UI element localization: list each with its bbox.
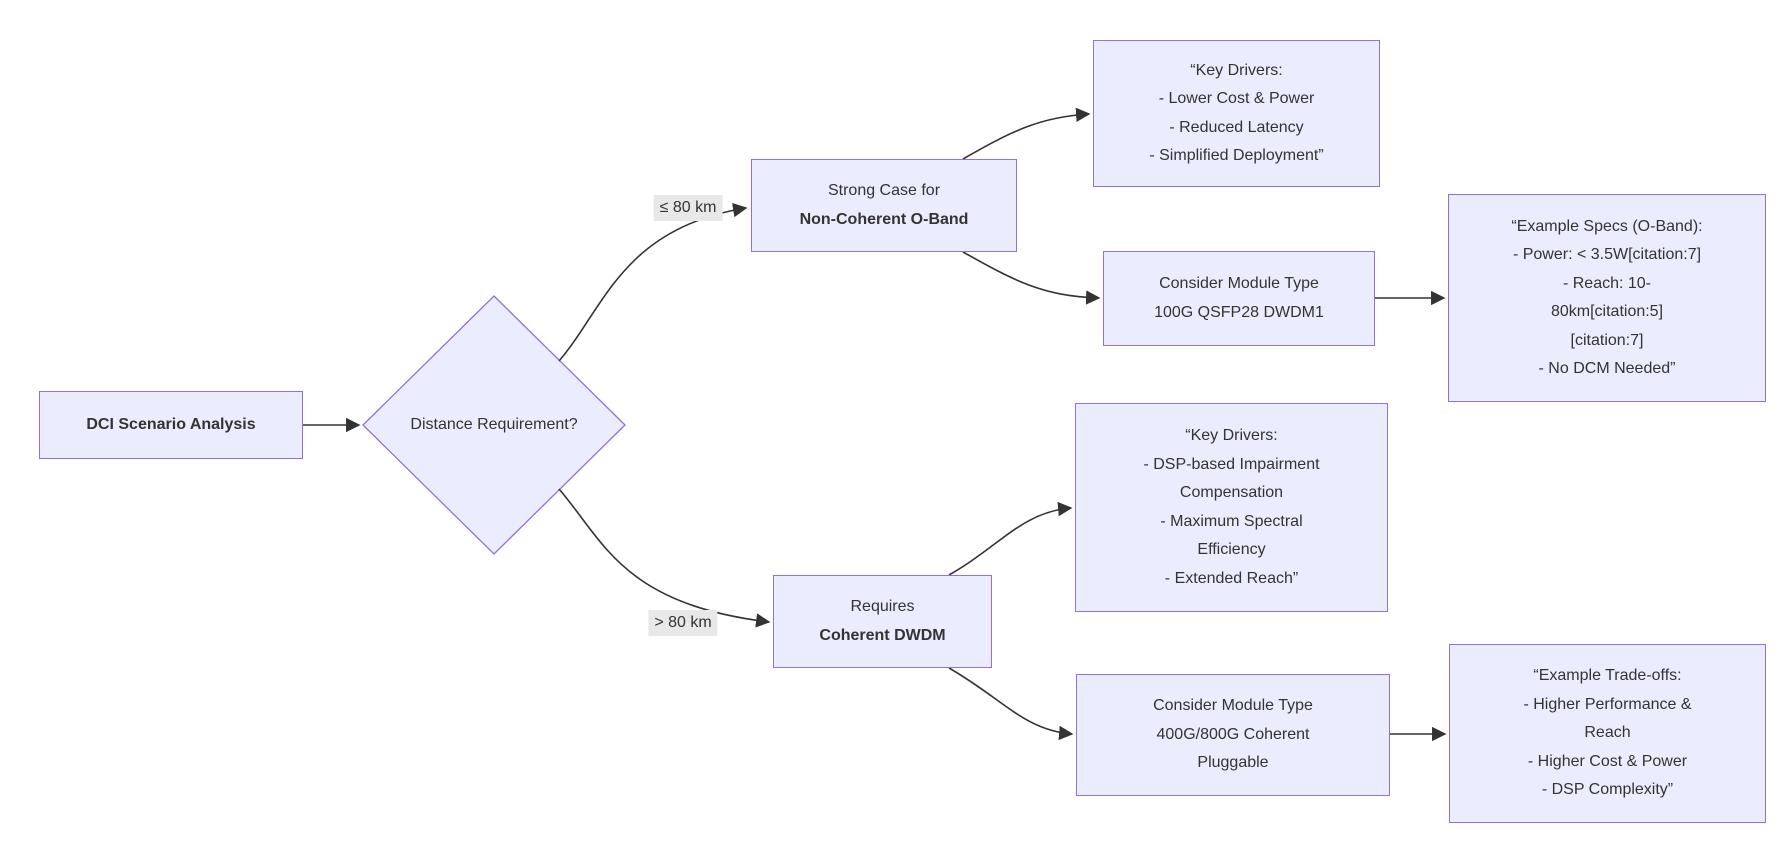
node-dci-scenario-analysis: DCI Scenario Analysis <box>39 391 303 459</box>
node-key-drivers-coherent: “Key Drivers: - DSP-based Impairment Com… <box>1075 403 1388 612</box>
edge-noncoherent-to-module100g <box>962 251 1101 305</box>
node-line: 80km[citation:5] <box>1550 303 1664 320</box>
edge-coherent-to-module400g <box>948 667 1074 741</box>
node-label: Distance Requirement? <box>410 416 578 433</box>
node-line: - Higher Cost & Power <box>1527 752 1688 770</box>
edge-label-le-80km: ≤ 80 km <box>653 195 723 221</box>
node-line: Compensation <box>1179 484 1284 501</box>
node-line: - Maximum Spectral <box>1160 512 1303 530</box>
node-label: DCI Scenario Analysis <box>86 415 256 433</box>
node-line: Requires <box>850 598 915 615</box>
node-line: - Reduced Latency <box>1169 118 1304 136</box>
decision-distance-requirement: Distance Requirement? <box>384 404 604 446</box>
node-line: - No DCM Needed” <box>1538 360 1676 377</box>
node-line: [citation:7] <box>1570 331 1644 349</box>
node-line: - DSP-based Impairment <box>1143 455 1320 473</box>
edge-coherent-to-keydrivers <box>948 501 1073 576</box>
edge-decision-to-noncoherent <box>558 202 748 362</box>
node-line: - DSP Complexity” <box>1541 781 1674 799</box>
node-line: Reach <box>1584 724 1631 742</box>
node-line: 400G/800G Coherent <box>1156 725 1310 743</box>
edge-label-gt-80km: > 80 km <box>648 610 718 636</box>
node-line: “Example Specs (O-Band): <box>1511 217 1703 235</box>
node-line: Consider Module Type <box>1159 275 1319 292</box>
edge-noncoherent-to-keydrivers <box>962 107 1091 160</box>
node-line: “Example Trade-offs: <box>1533 667 1682 685</box>
node-line: - Higher Performance & <box>1523 695 1692 713</box>
node-example-specs-oband: “Example Specs (O-Band): - Power: < 3.5W… <box>1448 194 1766 402</box>
edge-decision-to-coherent <box>558 488 771 628</box>
node-line: Pluggable <box>1197 754 1269 772</box>
node-coherent-dwdm: Requires Coherent DWDM <box>773 575 992 668</box>
node-module-100g-qsfp28: Consider Module Type 100G QSFP28 DWDM1 <box>1103 251 1375 346</box>
node-line: - Reach: 10- <box>1562 274 1652 292</box>
node-module-400g-800g-pluggable: Consider Module Type 400G/800G Coherent … <box>1076 674 1390 796</box>
node-line: - Power: < 3.5W[citation:7] <box>1512 246 1702 263</box>
node-line: Coherent DWDM <box>819 626 946 644</box>
node-line: “Key Drivers: <box>1185 427 1278 444</box>
node-line: 100G QSFP28 DWDM1 <box>1154 303 1324 321</box>
node-line: Non-Coherent O-Band <box>799 210 969 228</box>
node-line: Consider Module Type <box>1153 697 1313 715</box>
node-line: “Key Drivers: <box>1190 61 1283 79</box>
node-example-tradeoffs: “Example Trade-offs: - Higher Performanc… <box>1449 644 1766 823</box>
node-line: - Simplified Deployment” <box>1149 147 1324 164</box>
node-line: Strong Case for <box>827 182 941 199</box>
node-line: - Lower Cost & Power <box>1158 90 1315 107</box>
node-line: - Extended Reach” <box>1164 569 1299 587</box>
node-key-drivers-oband: “Key Drivers: - Lower Cost & Power - Red… <box>1093 40 1380 187</box>
node-line: Efficiency <box>1197 541 1266 558</box>
node-non-coherent-o-band: Strong Case for Non-Coherent O-Band <box>751 159 1017 252</box>
